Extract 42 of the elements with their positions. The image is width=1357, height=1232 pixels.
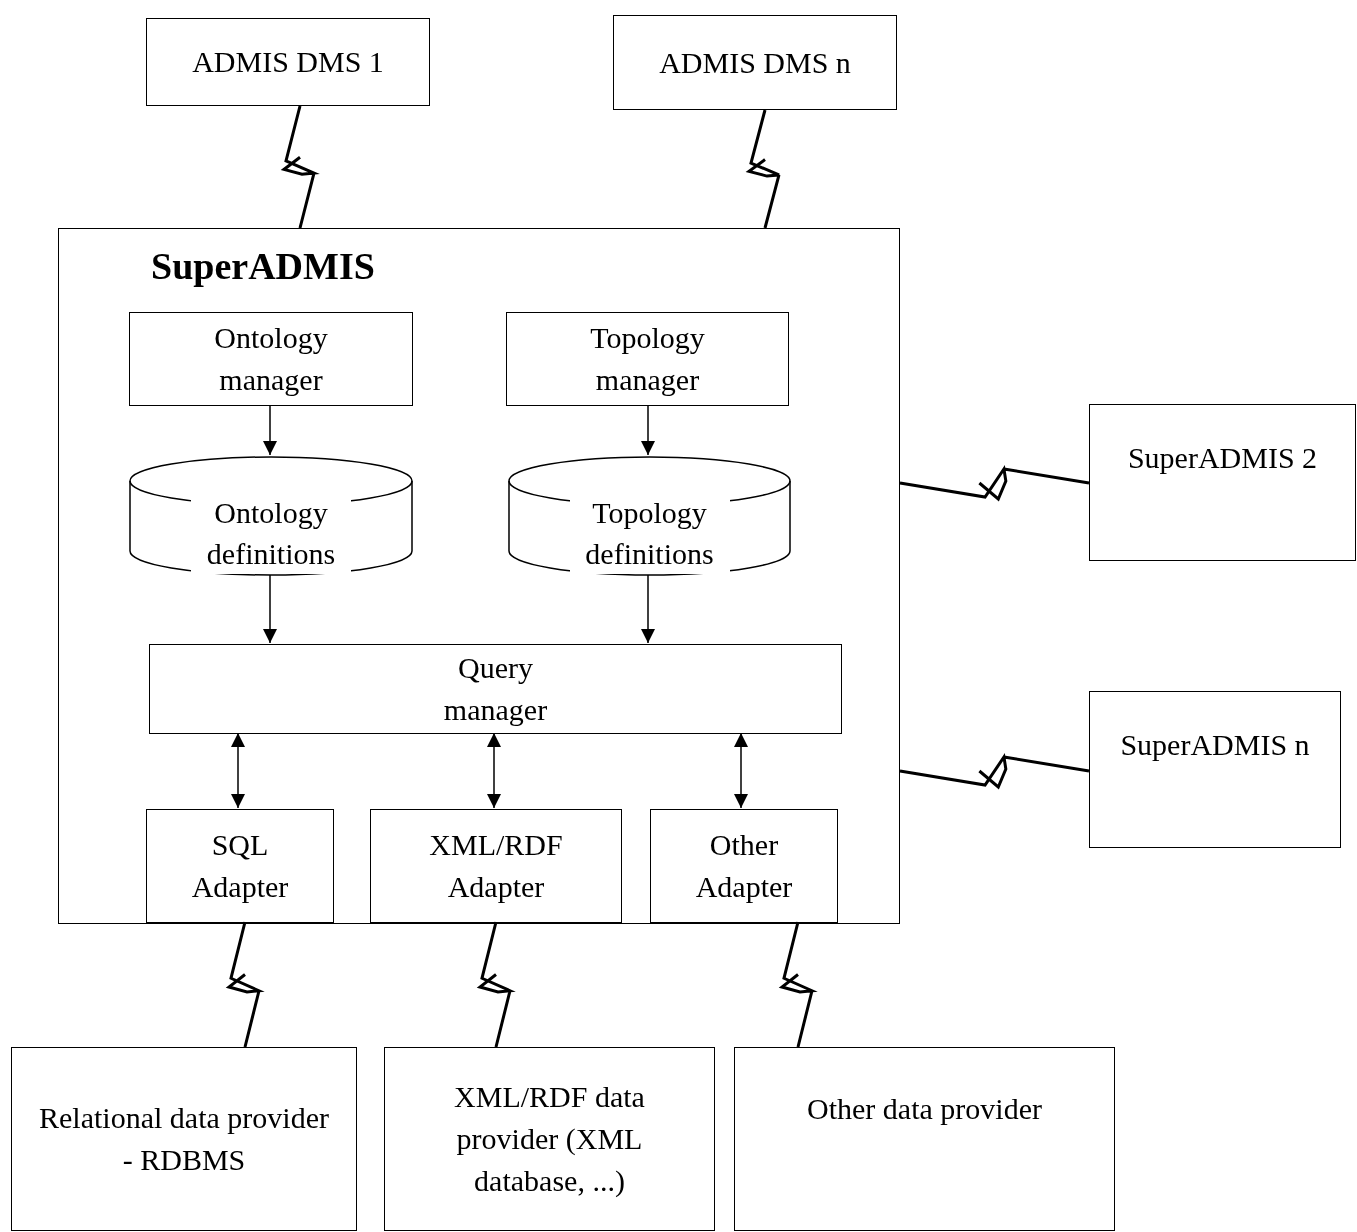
arrow bbox=[231, 732, 245, 809]
node-label: ADMIS DMS 1 bbox=[192, 44, 384, 80]
lightning-link bbox=[225, 920, 265, 1049]
component-box bbox=[370, 809, 622, 923]
lightning-link bbox=[898, 753, 1091, 790]
arrow bbox=[487, 732, 501, 809]
component-box bbox=[11, 1047, 357, 1231]
node-label: XML/RDF data provider (XML database, ...) bbox=[453, 1079, 646, 1199]
component-box bbox=[129, 312, 413, 406]
node-label: ADMIS DMS n bbox=[659, 44, 851, 81]
node-label: Other Adapter bbox=[694, 827, 794, 905]
component-box bbox=[1089, 404, 1356, 561]
component-box bbox=[650, 809, 838, 923]
node-label: Topology manager bbox=[589, 320, 706, 398]
arrow bbox=[734, 732, 748, 809]
group-title: SuperADMIS bbox=[151, 244, 375, 289]
arrow bbox=[263, 574, 277, 644]
component-box bbox=[734, 1047, 1115, 1231]
lightning-link bbox=[898, 465, 1091, 502]
component-box bbox=[384, 1047, 715, 1231]
lightning-link bbox=[745, 108, 781, 230]
node-label: Ontology manager bbox=[213, 320, 329, 398]
arrow bbox=[641, 404, 655, 456]
arrow bbox=[263, 404, 277, 456]
component-box bbox=[613, 15, 897, 110]
lightning-link bbox=[280, 104, 320, 230]
node-label: SQL Adapter bbox=[190, 827, 290, 905]
node-label: Query manager bbox=[442, 650, 549, 728]
node-label: Other data provider bbox=[807, 1091, 1042, 1127]
component-box bbox=[149, 644, 842, 734]
node-label: XML/RDF Adapter bbox=[428, 827, 564, 905]
node-label: SuperADMIS 2 bbox=[1127, 440, 1318, 476]
component-box bbox=[1089, 691, 1341, 848]
node-label: Relational data provider - RDBMS bbox=[38, 1100, 330, 1178]
lightning-link bbox=[778, 920, 818, 1049]
system-container bbox=[58, 228, 900, 924]
node-label: SuperADMIS n bbox=[1120, 727, 1310, 763]
component-box bbox=[506, 312, 789, 406]
component-box bbox=[146, 18, 430, 106]
lightning-link bbox=[476, 920, 516, 1049]
arrow bbox=[641, 574, 655, 644]
component-box bbox=[146, 809, 334, 923]
